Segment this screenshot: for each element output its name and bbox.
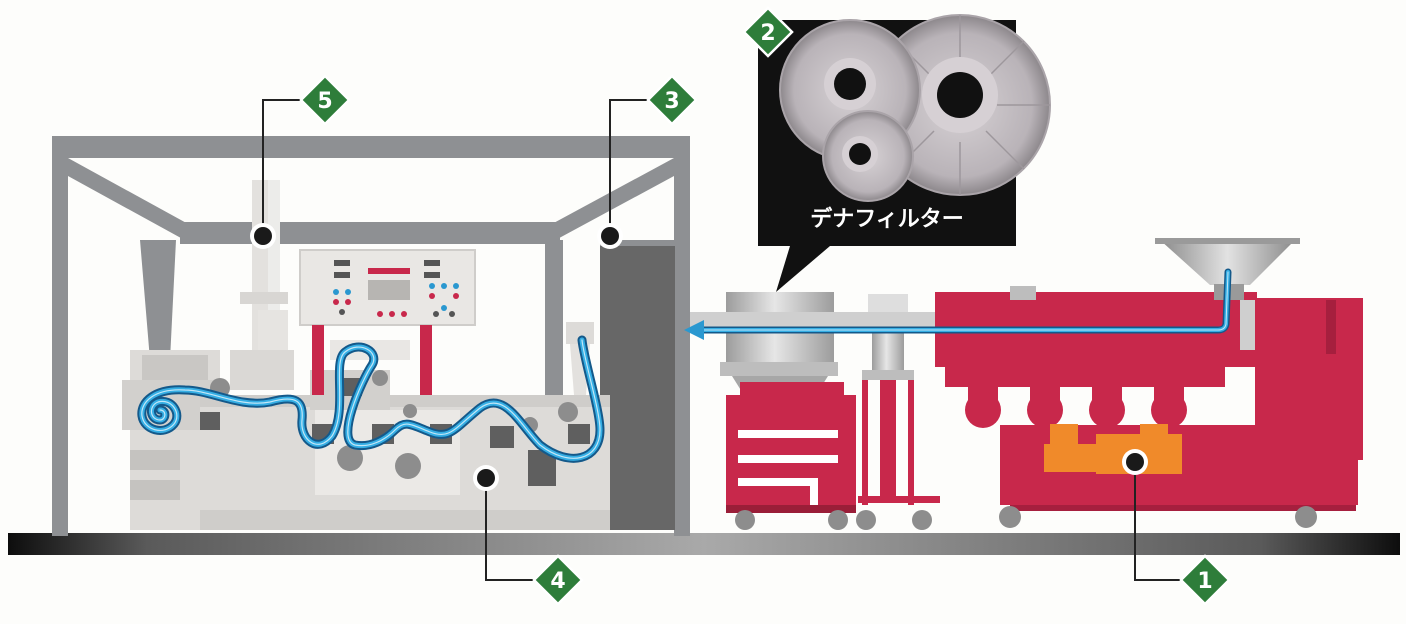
svg-text:3: 3 <box>664 89 679 114</box>
svg-text:5: 5 <box>317 89 332 114</box>
spinning-tower <box>600 240 675 530</box>
melt-flow-arrow <box>696 268 1232 334</box>
svg-text:4: 4 <box>550 569 565 594</box>
svg-text:1: 1 <box>1197 569 1212 594</box>
floor-bar <box>8 533 1400 555</box>
melt-flow-arrowhead <box>684 320 704 340</box>
badge-5: 5 <box>299 74 351 126</box>
filter-caption: デナフィルター <box>810 206 964 232</box>
filter-disc-small <box>822 110 914 202</box>
svg-text:2: 2 <box>760 21 775 46</box>
hopper <box>1160 240 1295 285</box>
melt-pipe <box>690 312 940 328</box>
building-frame <box>52 136 690 536</box>
badge-3: 3 <box>646 74 698 126</box>
fiber-flow-path <box>137 335 605 463</box>
callout-dots <box>250 223 1148 491</box>
badge-4: 4 <box>532 554 584 606</box>
extruder-gearbox <box>1044 424 1182 474</box>
badge-1: 1 <box>1179 554 1231 606</box>
winder-tower <box>230 180 294 390</box>
dena-filter: デナフィルター <box>758 14 1051 292</box>
leader-lines <box>262 99 1190 581</box>
badge-2: 2 <box>742 6 794 58</box>
extruder <box>935 238 1363 528</box>
